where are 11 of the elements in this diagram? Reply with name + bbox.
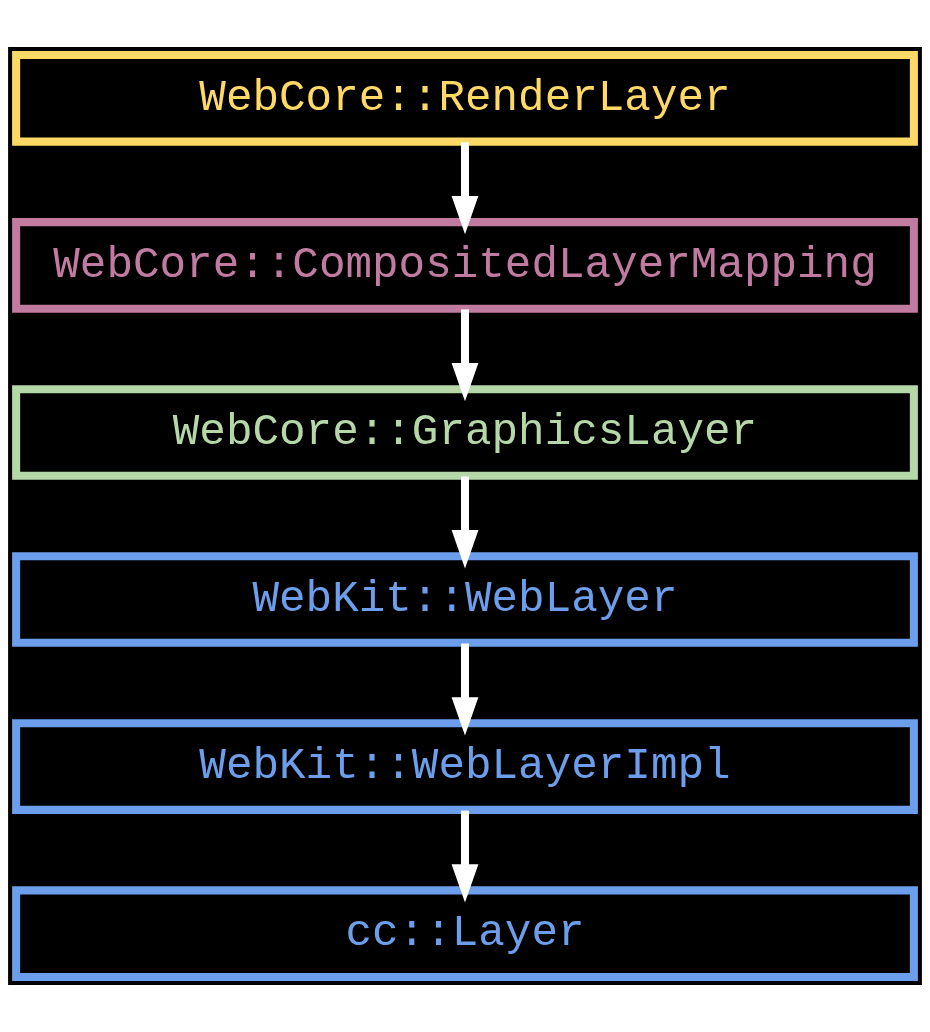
node-box: WebCore::GraphicsLayer [12, 385, 918, 480]
arrow [451, 142, 479, 235]
node-box: WebCore::RenderLayer [12, 51, 918, 146]
arrow [451, 309, 479, 402]
node-box: WebKit::WebLayerImpl [12, 719, 918, 814]
arrow [451, 810, 479, 903]
arrow [451, 643, 479, 736]
arrow [451, 476, 479, 569]
node-box: cc::Layer [12, 886, 918, 981]
node-box: WebCore::CompositedLayerMapping [12, 218, 918, 313]
node-box: WebKit::WebLayer [12, 552, 918, 647]
